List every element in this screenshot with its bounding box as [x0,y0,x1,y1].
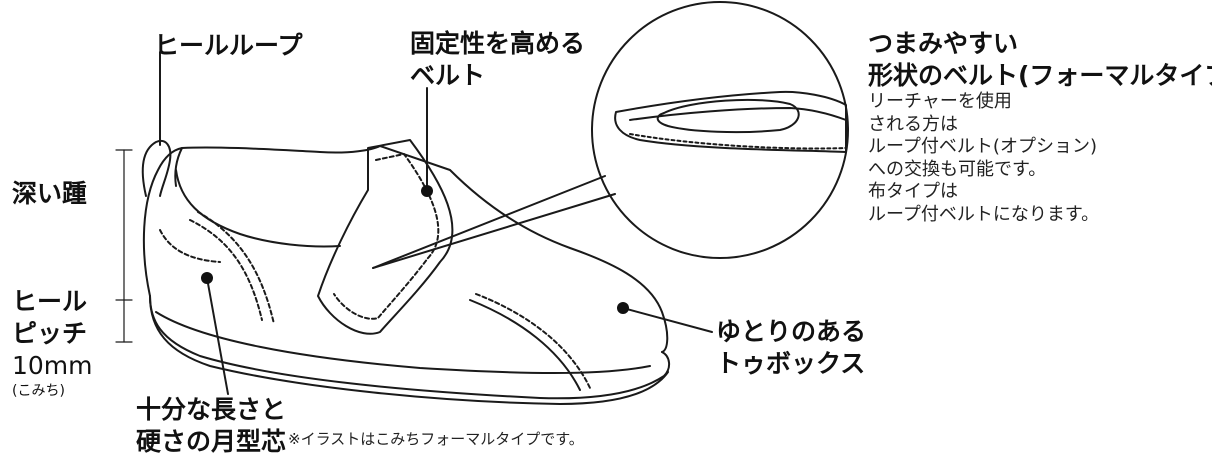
heel-loop-label: ヒールループ [154,31,303,60]
shoe-upper [142,145,669,353]
belt-shape-title: つまみやすい 形状のベルト(フォーマルタイプ) [868,29,1212,90]
deep-heel-label: 深い踵 [12,179,88,208]
counter-label: 十分な長さと 硬さの月型芯 [136,395,287,456]
belt-dot [421,185,433,197]
heel-pitch-value: 10mm [12,351,93,380]
toebox-dot [617,302,629,314]
belt-tab-detail [656,98,800,134]
toebox-label: ゆとりのある トゥボックス [716,317,867,378]
belt-detail-shape [614,90,847,153]
belt-option-description: リーチャーを使用 される方は ループ付ベルト(オプション) への交換も可能です。… [868,91,1100,225]
zoom-detail-circle [591,1,849,259]
footnote: ※イラストはこみちフォーマルタイプです。 [288,430,584,448]
shoe-sole [149,295,670,400]
heel-pitch-label: ヒール ピッチ 10mm (こみち) [12,287,93,399]
counter-dot [201,272,213,284]
belt-label: 固定性を高める ベルト [410,29,586,90]
belt-strap [317,139,454,335]
heel-pitch-note: (こみち) [12,383,65,399]
heel-loop [141,140,172,197]
